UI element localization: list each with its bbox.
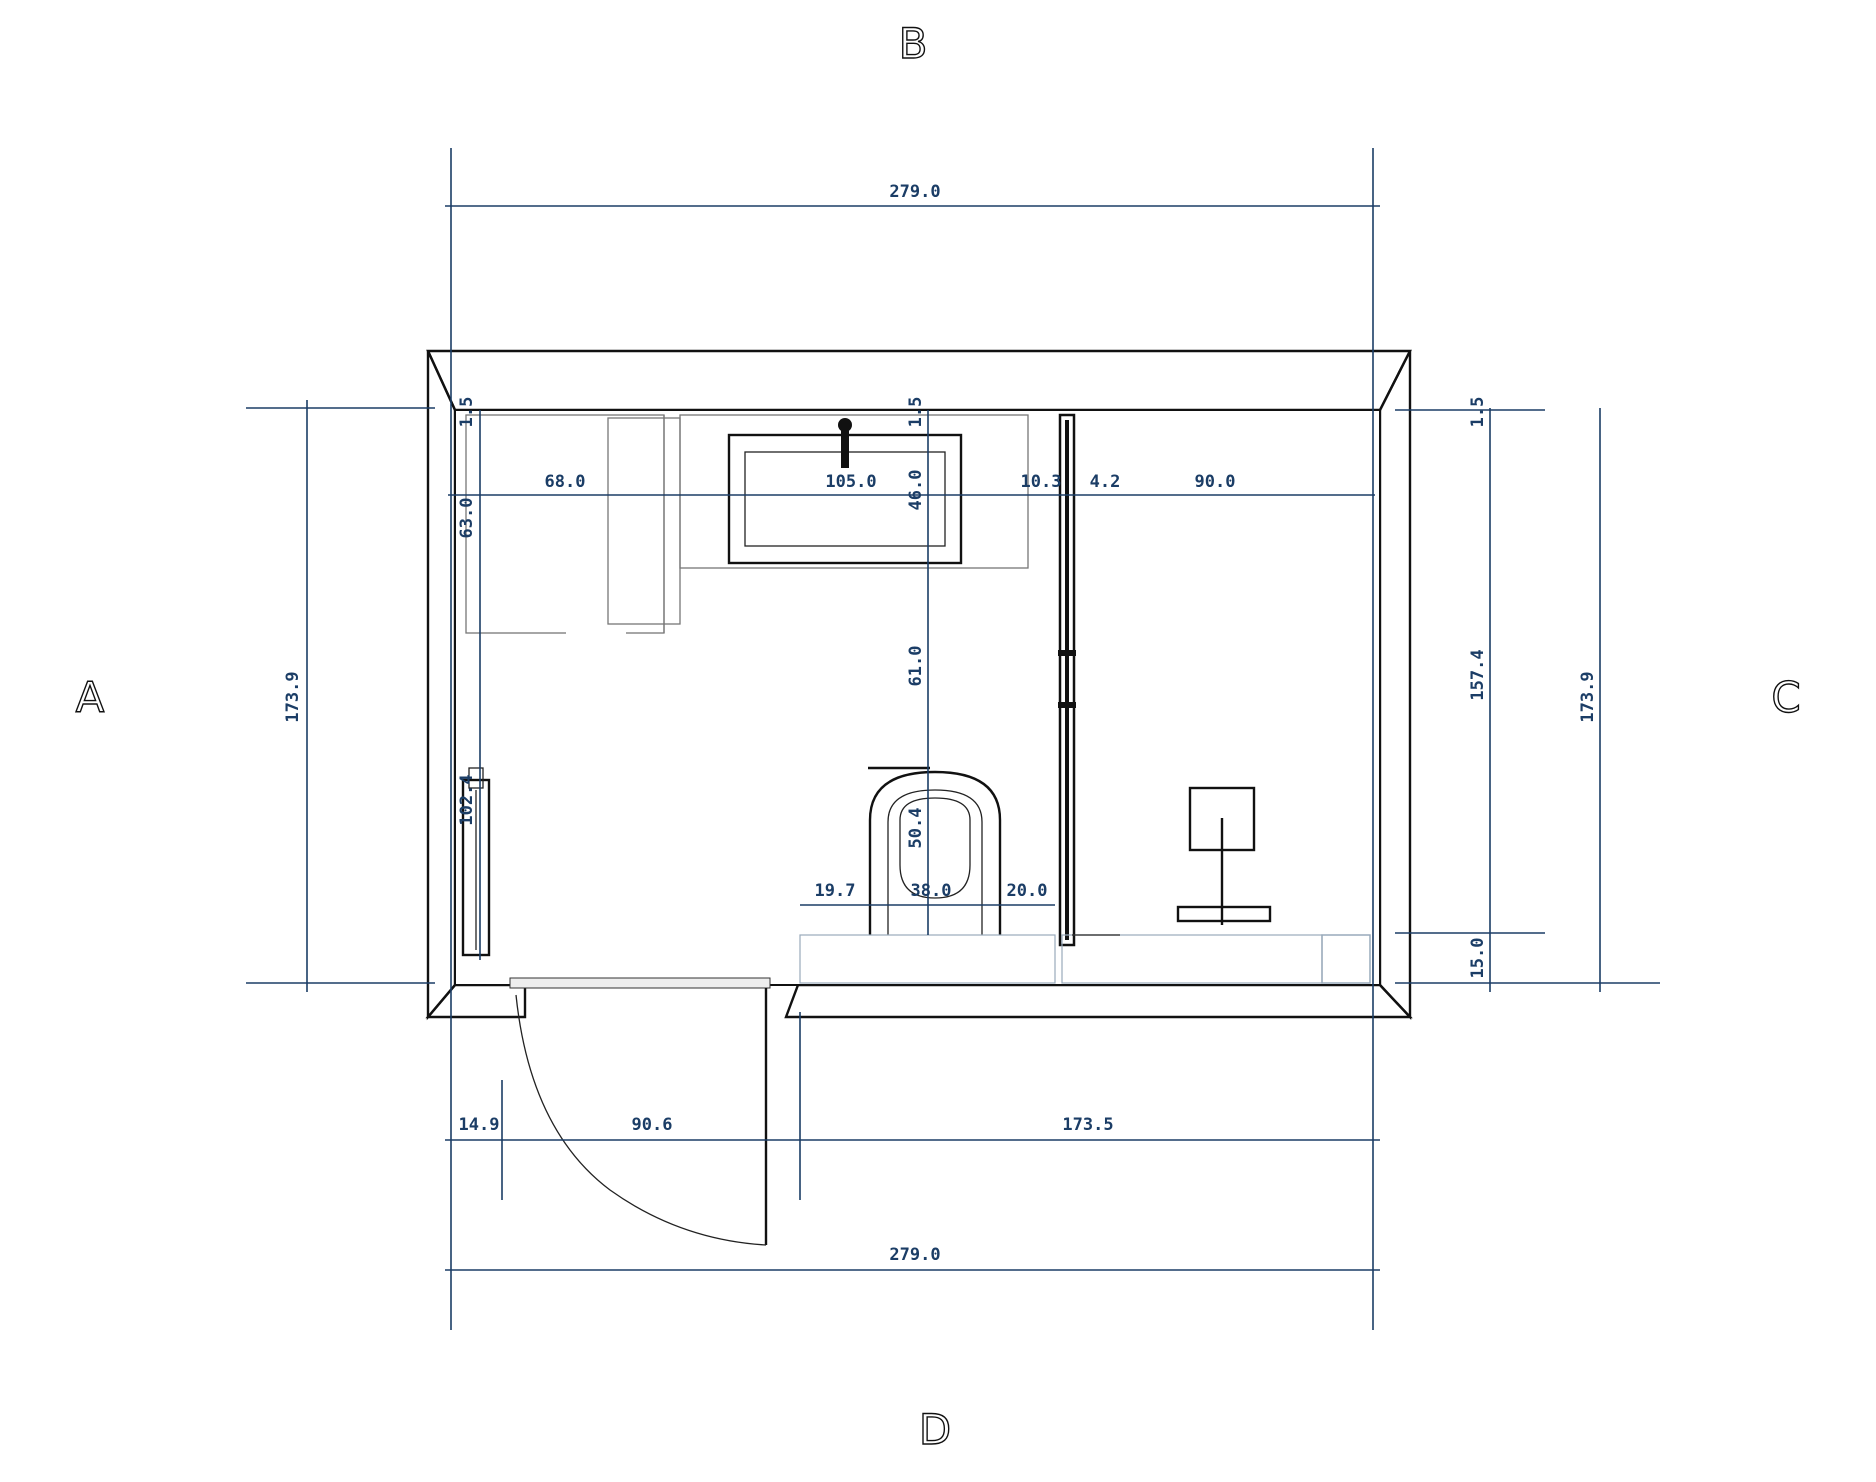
dim-vanity-width: 68.0: [545, 472, 586, 492]
dim-vanity-top-gap: 1.5: [457, 397, 477, 428]
basin: [679, 414, 1029, 569]
walls: [425, 349, 1413, 1021]
dim-vanity-depth: 63.0: [457, 498, 477, 539]
dim-right-height: 173.9: [1578, 671, 1598, 722]
dim-shower-width: 90.0: [1195, 472, 1236, 492]
side-label-left: A: [76, 673, 105, 722]
dim-basin-depth: 46.0: [906, 470, 926, 511]
toilet: [868, 766, 1002, 935]
dimension-labels: 279.0 279.0 173.9 173.9 157.4 1.5 15.0 6…: [283, 182, 1598, 1265]
side-label-right: C: [1771, 673, 1800, 722]
dim-basin-width: 105.0: [825, 472, 876, 492]
dim-bottom-width: 279.0: [889, 1245, 940, 1265]
dimension-lines: [246, 148, 1660, 1330]
dim-right-top-gap: 1.5: [1468, 397, 1488, 428]
dim-wc-depth: 50.4: [906, 808, 926, 849]
dim-right-bottom-gap: 15.0: [1468, 938, 1488, 979]
dim-right-inner-height: 157.4: [1468, 649, 1488, 700]
side-label-top: B: [899, 19, 928, 68]
side-label-bottom: D: [919, 1405, 951, 1454]
dim-left-height: 173.9: [283, 671, 303, 722]
dim-wc-right: 20.0: [1007, 881, 1048, 901]
dim-door-width: 90.6: [632, 1115, 673, 1135]
radiator: [461, 767, 491, 957]
dim-basin-gap: 10.3: [1021, 472, 1062, 492]
door: [509, 977, 771, 1246]
dim-wc-left: 19.7: [815, 881, 856, 901]
dim-top-width: 279.0: [889, 182, 940, 202]
dim-door-offset: 14.9: [459, 1115, 500, 1135]
dim-basin-to-wc: 61.0: [906, 646, 926, 687]
shower-area: [799, 413, 1371, 984]
dim-basin-top-gap: 1.5: [906, 397, 926, 428]
dim-wall-run: 173.5: [1062, 1115, 1113, 1135]
dim-partition: 4.2: [1090, 472, 1121, 492]
dim-wc-width: 38.0: [911, 881, 952, 901]
dim-radiator-height: 102.4: [457, 774, 477, 825]
